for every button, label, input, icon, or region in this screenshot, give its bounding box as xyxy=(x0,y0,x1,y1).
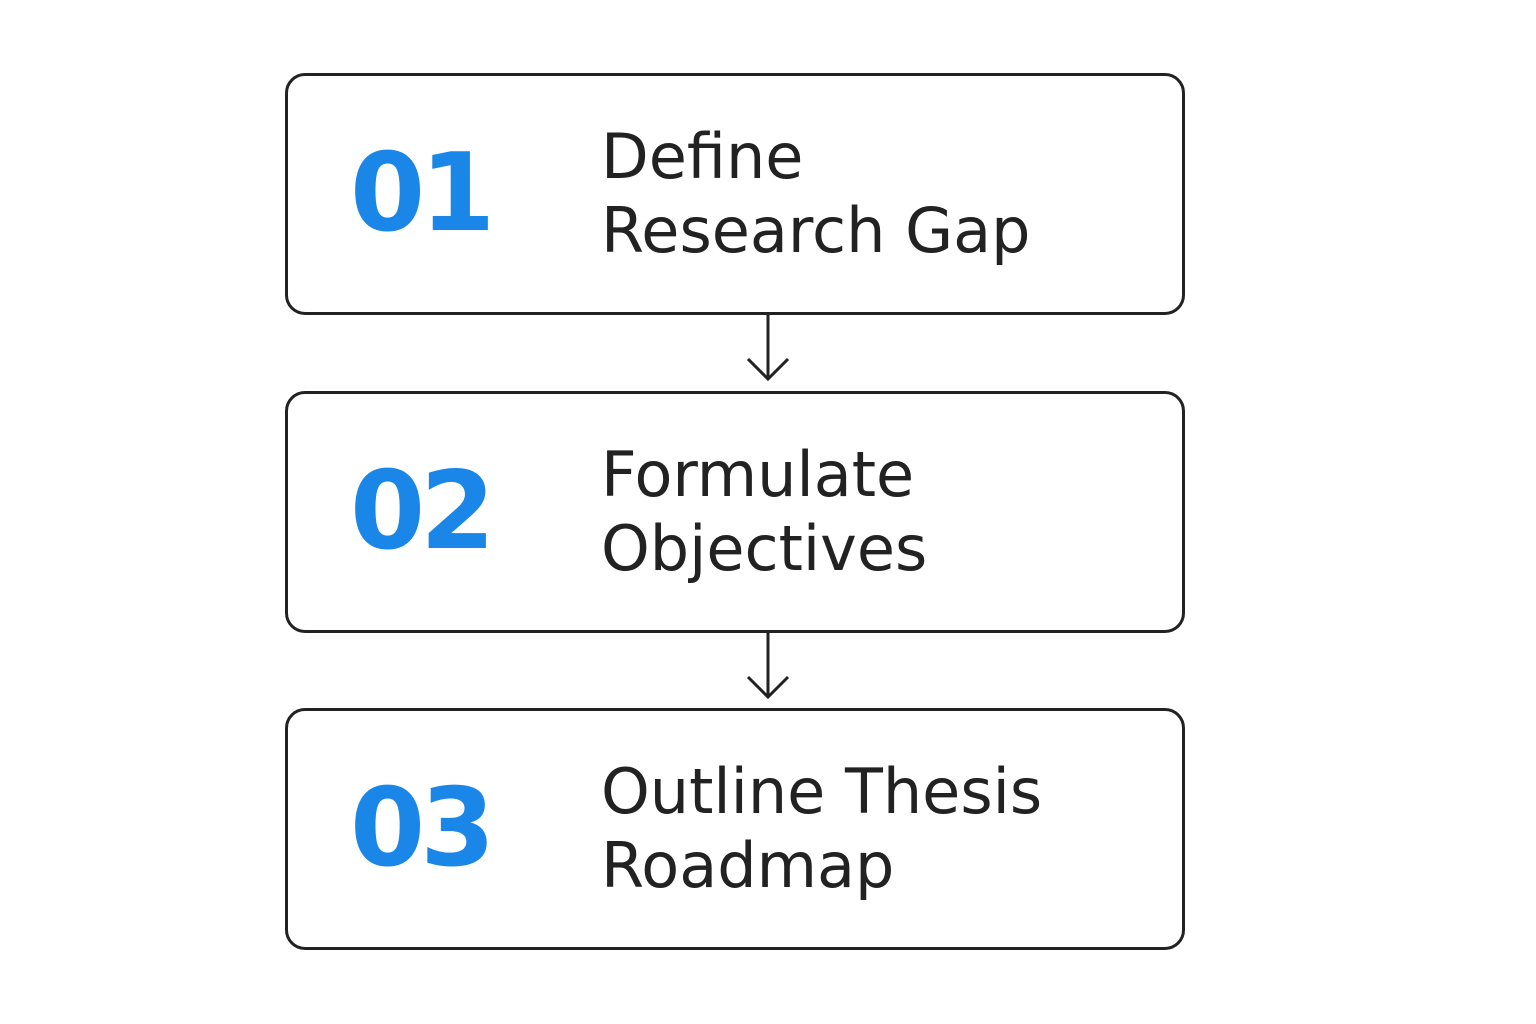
step-title-1: Define Research Gap xyxy=(601,120,1031,268)
arrow-down-icon xyxy=(746,315,790,382)
arrow-down-icon xyxy=(746,633,790,700)
step-title-2-line-1: Formulate xyxy=(601,438,915,511)
step-title-2-line-2: Objectives xyxy=(601,512,928,585)
step-title-1-line-2: Research Gap xyxy=(601,194,1031,267)
step-box-2: 02 Formulate Objectives xyxy=(285,391,1185,633)
step-title-1-line-1: Define xyxy=(601,120,804,193)
step-title-3-line-1: Outline Thesis xyxy=(601,755,1043,828)
step-number-3: 03 xyxy=(350,766,495,891)
step-title-3: Outline Thesis Roadmap xyxy=(601,755,1042,903)
step-number-1: 01 xyxy=(350,131,495,256)
step-number-2: 02 xyxy=(350,449,495,574)
step-box-3: 03 Outline Thesis Roadmap xyxy=(285,708,1185,950)
step-title-2: Formulate Objectives xyxy=(601,438,927,586)
step-title-3-line-2: Roadmap xyxy=(601,829,895,902)
step-box-1: 01 Define Research Gap xyxy=(285,73,1185,315)
